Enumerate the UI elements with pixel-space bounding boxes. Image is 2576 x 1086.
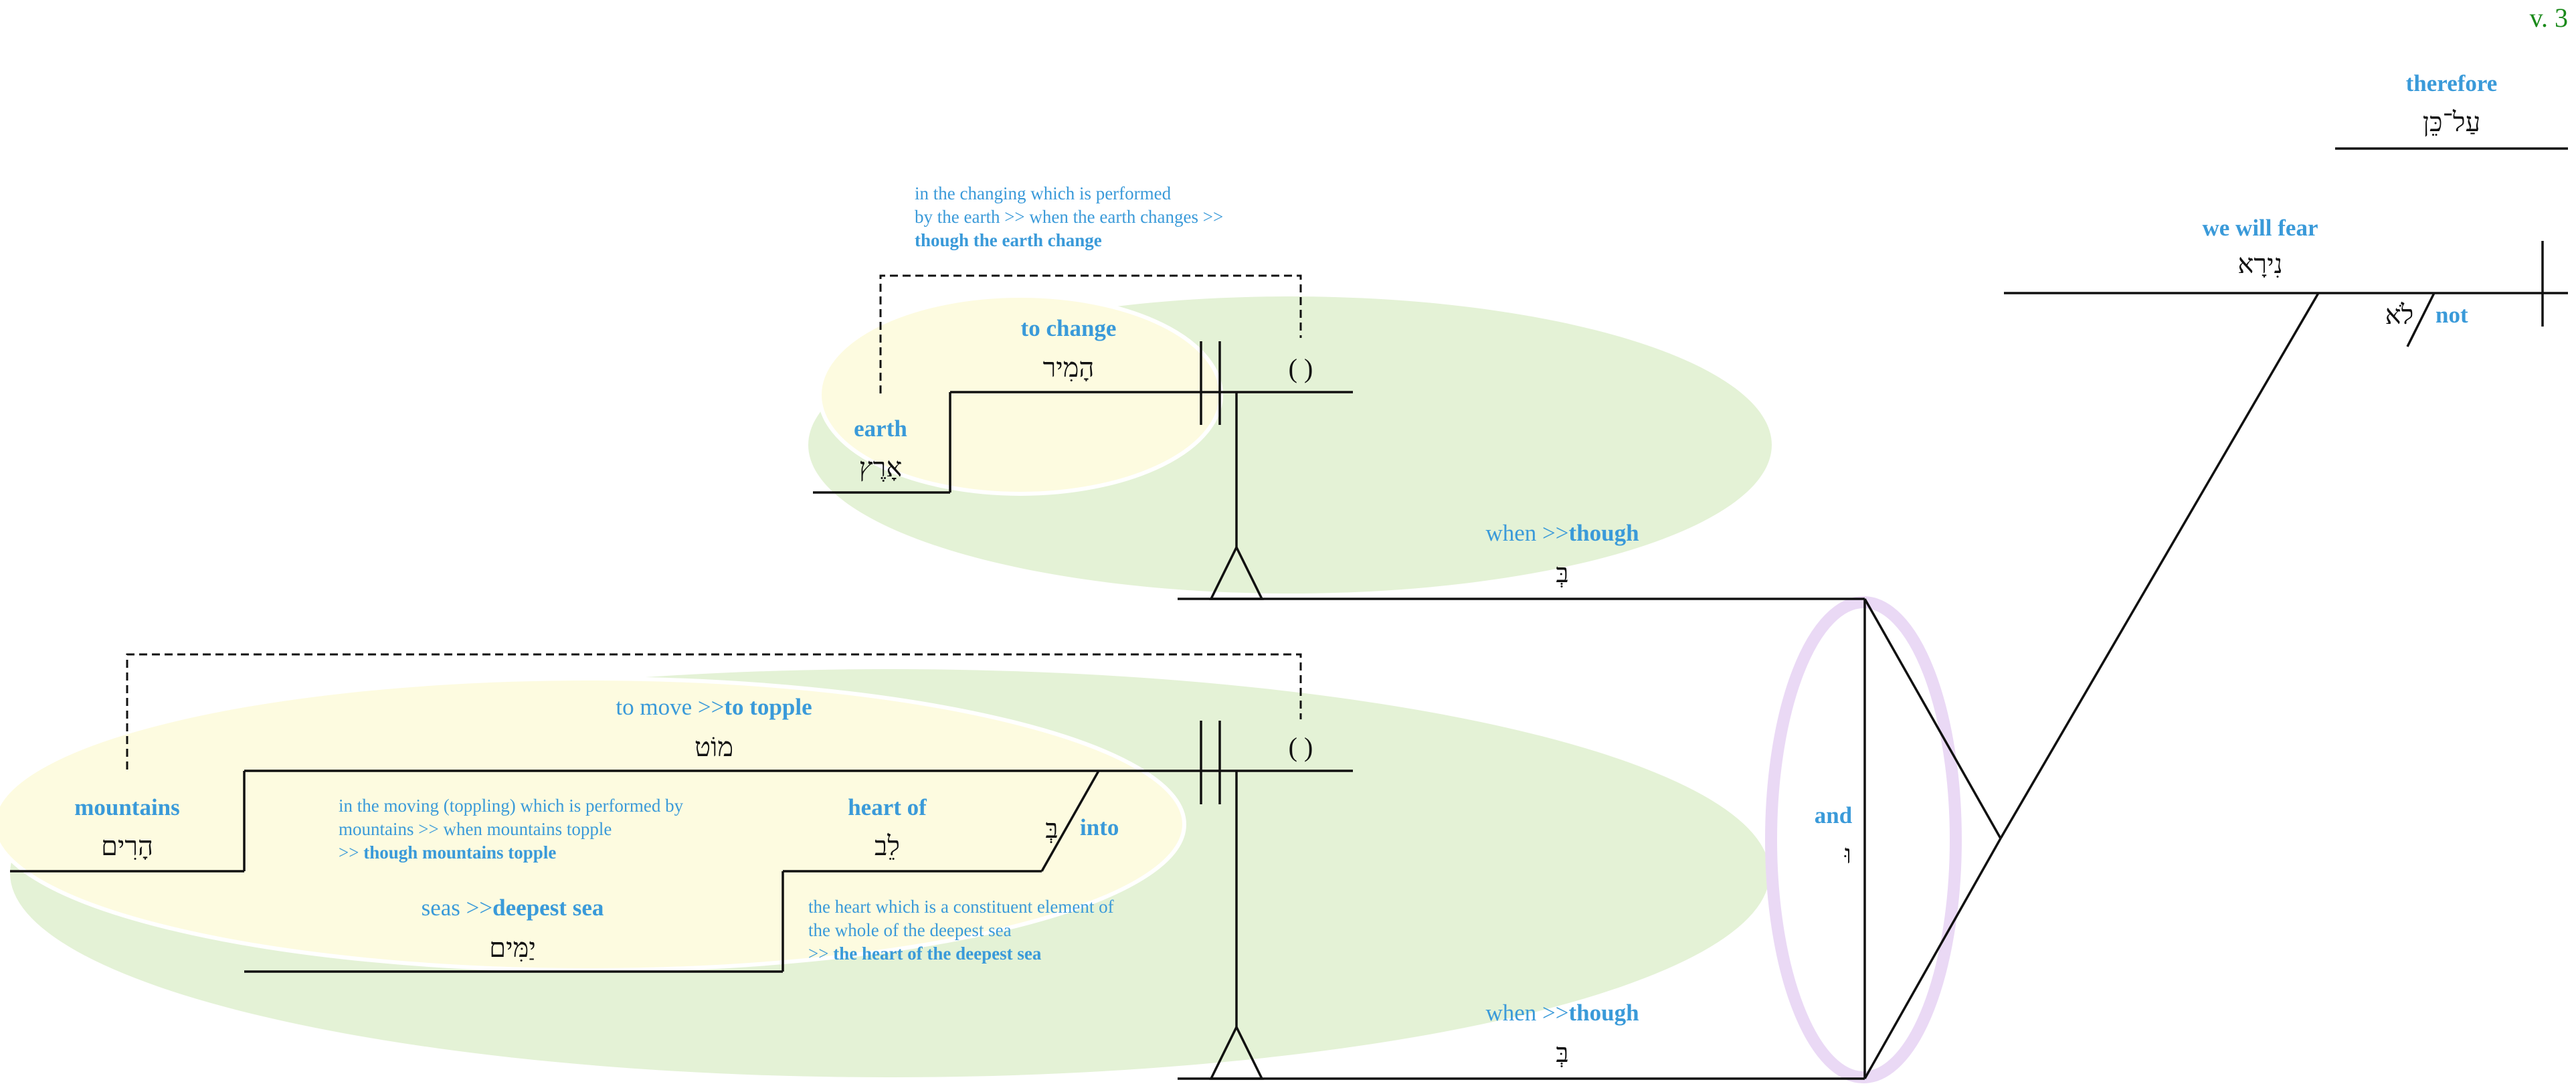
negation-hebrew: לֹא [2385, 300, 2414, 331]
clause1: in the changing which is performed by th… [813, 183, 1865, 600]
clause2-into-gloss: into [1080, 814, 1119, 840]
conjunction-ring [1765, 596, 1962, 1083]
clause2-note-moving-line3: >> though mountains topple [339, 842, 556, 863]
main-clause: we will fear נִירָא לֹא not [1999, 215, 2568, 839]
clause1-note-line1: in the changing which is performed [915, 183, 1172, 203]
clause1-prep-gloss: when >>though [1485, 520, 1639, 546]
clause1-phrase-bubble [818, 294, 1223, 496]
clause2-subject-gloss: mountains [74, 794, 180, 820]
conjunction-and: and וּ [1815, 598, 2002, 1079]
clause2-verb-gloss: to move >>to topple [616, 694, 812, 720]
main-verb-gloss: we will fear [2203, 215, 2318, 241]
clause1-verb-hebrew: הָמִיר [1043, 353, 1095, 383]
negation-gloss: not [2435, 302, 2468, 328]
clause2-into-hebrew: בְּ [1045, 814, 1058, 844]
clause1-subject-gloss: earth [854, 416, 907, 442]
clause2-placeholder: ( ) [1289, 732, 1313, 762]
clause2-note-moving-line1: in the moving (toppling) which is perfor… [339, 796, 684, 816]
clause2-heart-gloss: heart of [848, 794, 927, 820]
clause2-note-heart-line2: the whole of the deepest sea [808, 920, 1012, 940]
clause1-prep-hebrew: בְּ [1556, 558, 1568, 589]
clause2-prep-hebrew: בְּ [1556, 1038, 1568, 1069]
clause2-note-moving-line2: mountains >> when mountains topple [339, 819, 612, 839]
clause2: to move >>to topple מוֹט ( ) mountains ה… [10, 653, 1865, 1080]
clause2-subject-hebrew: הָרִים [101, 831, 153, 862]
conjunction-gloss: and [1815, 802, 1853, 828]
clause2-heart-hebrew: לֵב [875, 831, 900, 862]
clause1-verb-gloss: to change [1021, 315, 1117, 341]
clause2-verb-hebrew: מוֹט [695, 732, 733, 763]
main-verb-hebrew: נִירָא [2237, 249, 2282, 280]
therefore-hebrew: עַל־כֵּן [2423, 107, 2480, 138]
clause2-seas-hebrew: יַמִּים [489, 933, 536, 964]
clause2-phrase-bubble [0, 676, 1186, 972]
therefore-phrase: therefore עַל־כֵּן [2335, 70, 2568, 150]
clause2-seas-gloss: seas >>deepest sea [422, 895, 604, 921]
clause1-note-line3: though the earth change [915, 230, 1102, 250]
verse-label: v. 3 [2530, 3, 2568, 33]
therefore-gloss: therefore [2406, 70, 2498, 96]
clause1-note-line2: by the earth >> when the earth changes >… [915, 207, 1223, 227]
clause2-prep-gloss: when >>though [1485, 1000, 1639, 1026]
conjunction-hebrew: וּ [1844, 839, 1851, 870]
clause1-subject-hebrew: אָרֶץ [859, 452, 903, 483]
clause2-note-heart-line1: the heart which is a constituent element… [808, 897, 1114, 917]
clause1-placeholder: ( ) [1289, 353, 1313, 383]
clause2-note-heart-line3: >> the heart of the deepest sea [808, 943, 1042, 964]
